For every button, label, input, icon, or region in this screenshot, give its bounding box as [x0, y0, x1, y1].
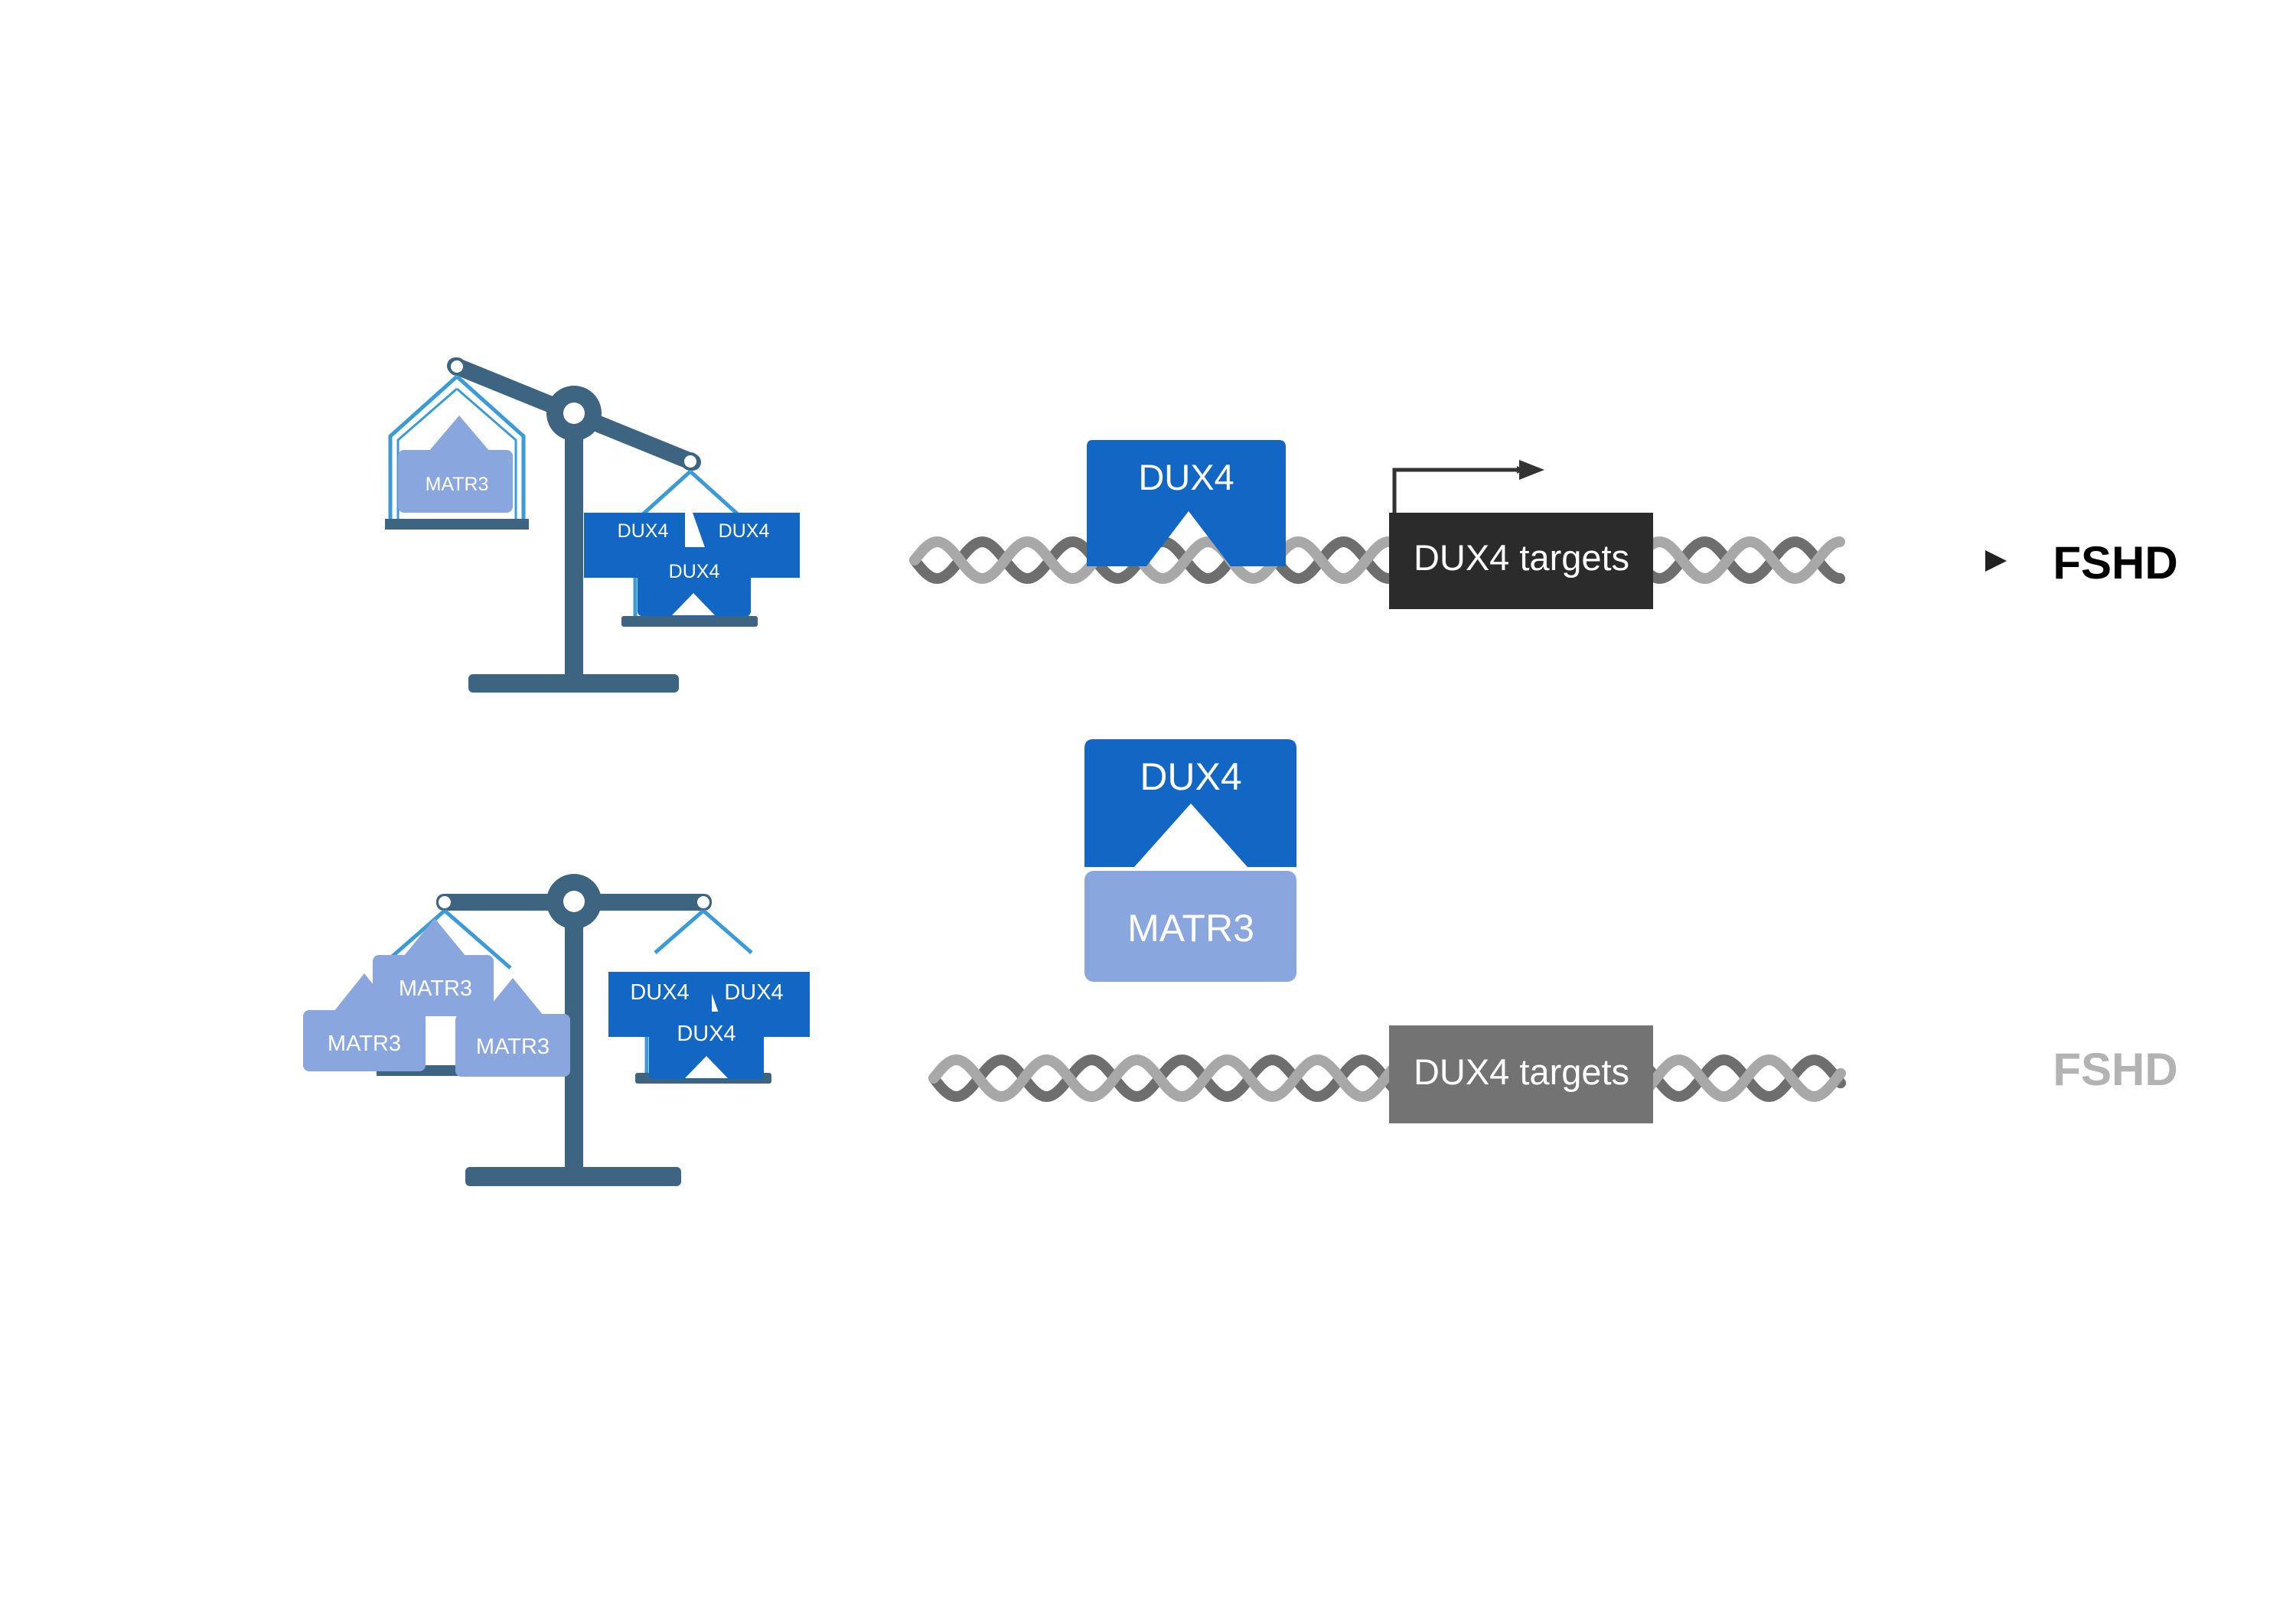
balance-scale-level: MATR3 MATR3 MATR3: [303, 874, 810, 1186]
scale-right-label-2: DUX4: [724, 980, 783, 1005]
scale-left-label: MATR3: [426, 474, 489, 495]
left-pan: MATR3: [385, 375, 529, 530]
scale-right-label-3: DUX4: [677, 1022, 735, 1046]
dux4-bound-protein: DUX4: [1087, 440, 1286, 566]
dux4-targets-label-bottom: DUX4 targets: [1414, 1051, 1629, 1092]
dux4-targets-inactive: DUX4 targets: [1389, 1025, 1653, 1123]
matr3-block-right: MATR3: [455, 978, 570, 1077]
complex-matr3-label: MATR3: [1127, 907, 1254, 950]
dux4-targets-active: DUX4 targets: [1389, 513, 1653, 609]
complex-dux4-label: DUX4: [1140, 755, 1241, 798]
right-pan: DUX4 DUX4 DUX4: [608, 909, 810, 1084]
scale-right-label-2: DUX4: [719, 520, 770, 542]
dux4-protein: [1084, 739, 1296, 867]
matr3-block-top: MATR3: [373, 918, 494, 1016]
scale-right-label-1: DUX4: [630, 980, 689, 1005]
top-row: MATR3 DUX4 DUX4 DUX4: [385, 357, 2178, 693]
dux4-block-right: DUX4: [704, 972, 810, 1037]
scale-base: [465, 1167, 681, 1186]
left-pan: MATR3 MATR3 MATR3: [303, 909, 570, 1077]
scale-pole: [565, 432, 583, 681]
scale-left-label-1: MATR3: [399, 976, 472, 1001]
scale-base: [468, 674, 679, 693]
dux4-targets-label-top: DUX4 targets: [1414, 537, 1629, 578]
transcription-arrow: [1392, 466, 1525, 513]
dna-strand-a: [909, 536, 1845, 585]
matr3-block: MATR3: [398, 416, 513, 513]
dux4-block-bottom: DUX4: [638, 547, 751, 616]
right-pan: DUX4 DUX4 DUX4: [584, 470, 800, 627]
scale-right-label-1: DUX4: [618, 520, 669, 542]
matr3-block-left: MATR3: [303, 973, 426, 1071]
fshd-label-inactive: FSHD: [2053, 1044, 2177, 1095]
scale-left-label-2: MATR3: [328, 1032, 401, 1056]
bottom-row: MATR3 MATR3 MATR3: [303, 739, 2178, 1186]
fshd-label-active: FSHD: [2053, 537, 2177, 588]
scale-left-label-3: MATR3: [476, 1035, 550, 1059]
scale-right-label-3: DUX4: [669, 561, 720, 582]
dna-strand-b: [909, 536, 1845, 585]
dna-helix-bottom: [928, 1054, 1846, 1103]
dux4-matr3-complex: DUX4 MATR3: [1084, 739, 1296, 982]
matr3-protein: [1084, 871, 1296, 982]
dna-strand-b: [928, 1054, 1846, 1103]
dux4-block-bottom: DUX4: [649, 1012, 764, 1079]
dux4-protein-label: DUX4: [1138, 457, 1234, 497]
balance-scale-tilted: MATR3 DUX4 DUX4 DUX4: [385, 357, 800, 693]
dna-helix-top: [909, 536, 1845, 585]
